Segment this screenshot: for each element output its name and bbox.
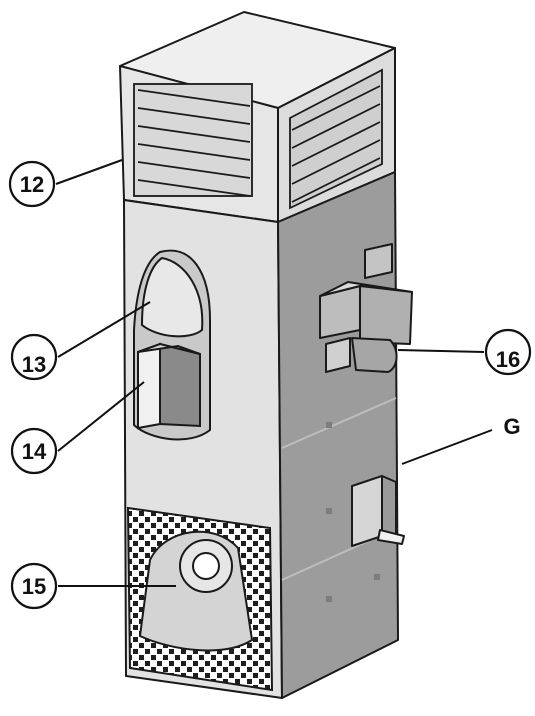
leader-line [401, 429, 493, 465]
callout-label: 13 [22, 352, 46, 377]
louver-slat [137, 143, 251, 161]
callout-label: G [503, 414, 520, 439]
callout-label: 16 [496, 347, 520, 372]
leader-line [57, 301, 151, 358]
callout-13: 13 [10, 301, 151, 381]
louver-slat [291, 139, 381, 185]
control-box-front [351, 475, 383, 547]
callout-label: 12 [20, 172, 44, 197]
louver-slat [291, 157, 381, 203]
burner-nozzle [325, 337, 351, 373]
burner-motor [359, 285, 413, 345]
callout-label: 14 [22, 439, 47, 464]
side-louvers [289, 68, 383, 210]
heat-exchanger-top [137, 342, 201, 355]
control-box [351, 475, 405, 547]
callout-label: 15 [22, 574, 46, 599]
side-panel-seam [281, 397, 397, 449]
leader-line [57, 381, 145, 452]
louver-slat [137, 107, 251, 125]
burner-top-box [364, 243, 393, 279]
rivet [326, 508, 332, 514]
callout-circle [10, 562, 58, 610]
heat-exchanger [137, 342, 201, 430]
fan-hub-inner [192, 552, 220, 580]
callout-circle [10, 333, 58, 381]
control-box-side [381, 475, 397, 537]
heat-exchanger-front [137, 342, 161, 430]
callout-circle [8, 160, 56, 208]
fan-grille [126, 506, 274, 692]
leader-line [55, 159, 123, 185]
burner-assembly [319, 243, 413, 373]
front-louvers [133, 83, 253, 197]
callout-circle [10, 427, 58, 475]
louver-slat [291, 85, 381, 131]
louver-slat [137, 89, 251, 107]
louver-slat [137, 125, 251, 143]
callout-16: 16 [397, 328, 532, 376]
leader-line [397, 349, 485, 353]
callout-14: 14 [10, 381, 145, 475]
control-key [377, 529, 405, 545]
rivet [326, 596, 332, 602]
rivet [374, 574, 380, 580]
callout-G: G [401, 414, 521, 465]
rivet [326, 422, 332, 428]
louver-slat [137, 161, 251, 179]
louver-slat [291, 121, 381, 167]
louver-slat [137, 179, 251, 197]
combustion-chamber [140, 256, 204, 338]
callout-circle [484, 328, 532, 376]
callout-12: 12 [8, 159, 123, 208]
louver-slat [291, 103, 381, 149]
heat-exchanger-side [159, 342, 201, 428]
callout-15: 15 [10, 562, 176, 610]
burner-fan-cowl [351, 337, 398, 373]
